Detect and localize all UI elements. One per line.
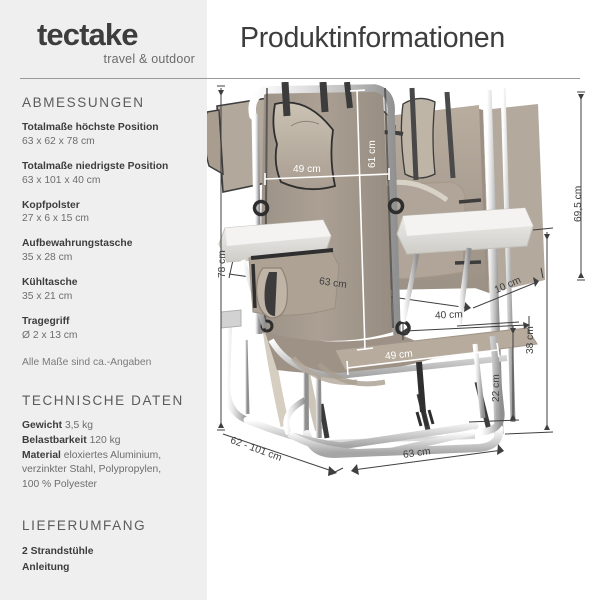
tech-value: 100 % Polyester [22,479,97,491]
brand-name: tectake [37,17,138,52]
tech-value: eloxiertes Aluminium, [63,449,162,461]
open-chair-graphic [218,82,538,456]
tech-label: Belastbarkeit [22,434,87,446]
tech-line: verzinkter Stahl, Polypropylen, [22,463,197,478]
spec-value: 63 x 101 x 40 cm [22,174,101,186]
open-chair-dimension-lines [217,85,554,476]
tech-line: Material eloxiertes Aluminium, [22,449,197,464]
tech-line: Gewicht 3,5 kg [22,419,197,434]
dim-backrest-height: 61 cm [367,140,378,168]
header-divider [20,78,580,79]
dim-backrest-width: 49 cm [293,164,321,175]
brand-tagline: travel & outdoor [103,52,195,66]
delivery-item: 2 Strandstühle [22,546,94,558]
spec-value: 63 x 62 x 78 cm [22,135,95,147]
brand-logo: tectake travel & outdoor [37,19,197,66]
section-heading-lieferumfang: LIEFERUMFANG [22,518,147,534]
sidebar-content: ABMESSUNGEN Totalmaße höchste Position 6… [22,95,197,575]
tech-value: verzinkter Stahl, Polypropylen, [22,464,162,476]
dim-seat-height: 38 cm [525,326,536,354]
tech-line: 100 % Polyester [22,478,197,493]
illustration-area: 69,5 cm 63 cm 10 cm 78 cm 49 cm 61 cm 40… [207,82,600,600]
tech-value: 120 kg [89,434,121,446]
dim-folded-height: 69,5 cm [573,185,584,222]
section-heading-technische-daten: TECHNISCHE DATEN [22,392,184,408]
sidebar-panel [0,0,207,600]
dim-frame-height: 22 cm [491,374,502,402]
spec-label: Totalmaße höchste Position [22,122,159,133]
section-heading-abmessungen: ABMESSUNGEN [22,95,145,110]
spec-item: Totalmaße höchste Position 63 x 62 x 78 … [22,121,197,149]
measurement-note: Alle Maße sind ca.-Angaben [22,356,152,368]
tech-value: 3,5 kg [64,419,93,431]
delivery-item: Anleitung [22,561,70,573]
spec-label: Totalmaße niedrigste Position [22,160,169,172]
spec-value: 35 x 21 cm [22,291,73,303]
tech-label: Material [22,449,61,461]
spec-label: Kopfpolster [22,199,80,211]
spec-item: Tragegriff Ø 2 x 13 cm [22,315,197,343]
product-illustration-svg [207,82,585,476]
spec-value: 35 x 28 cm [22,252,73,264]
spec-value: Ø 2 x 13 cm [22,329,78,341]
dim-total-height: 78 cm [217,250,228,278]
tech-label: Gewicht [22,419,63,431]
open-chair-fabric-dimension-lines [264,89,500,376]
spec-label: Tragegriff [22,315,70,327]
spec-item: Kopfpolster 27 x 6 x 15 cm [22,199,197,227]
tech-line: Belastbarkeit 120 kg [22,434,197,449]
spec-item: Kühltasche 35 x 21 cm [22,276,197,304]
page-title: Produktinformationen [240,22,505,54]
spec-label: Kühltasche [22,277,78,289]
spec-item: Aufbewahrungstasche 35 x 28 cm [22,237,197,265]
spec-label: Aufbewahrungstasche [22,238,133,250]
dim-armrest-depth: 40 cm [434,309,464,322]
spec-item: Totalmaße niedrigste Position 63 x 101 x… [22,160,197,188]
spec-value: 27 x 6 x 15 cm [22,213,89,225]
